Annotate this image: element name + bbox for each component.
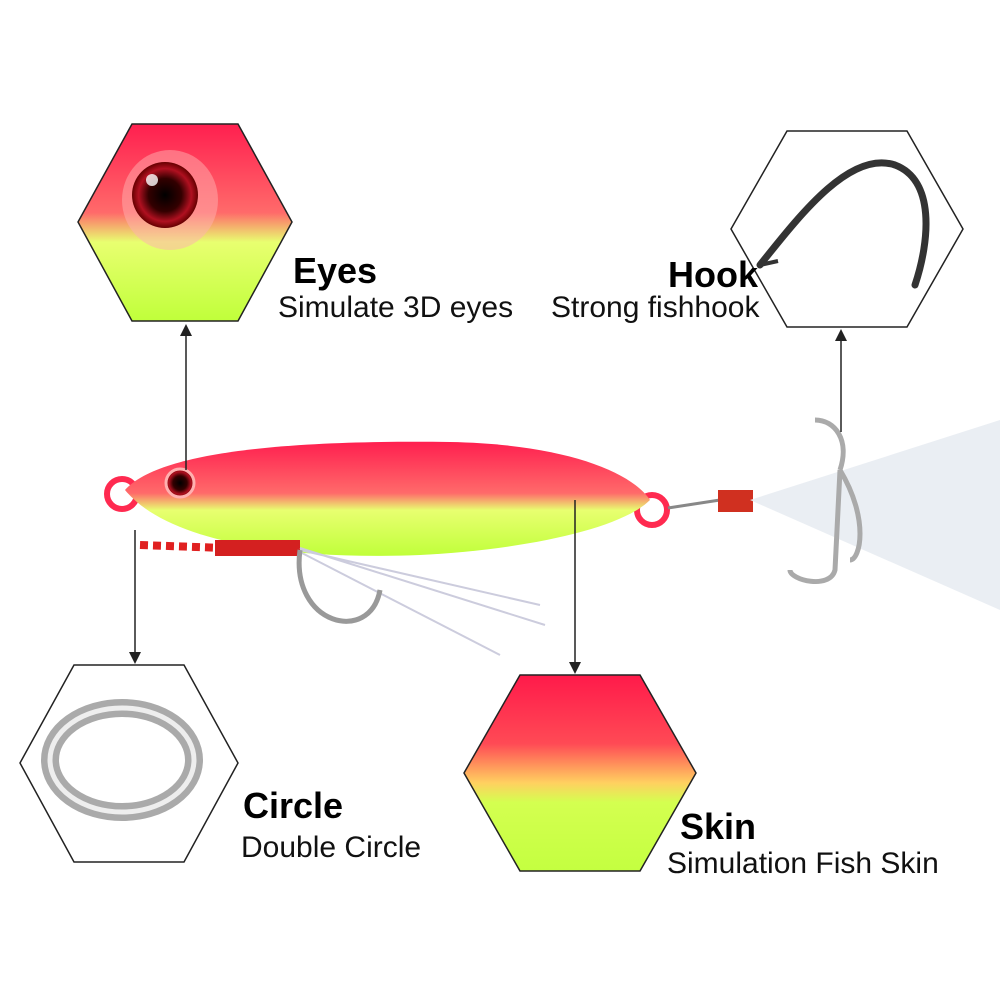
hook-detail-hexagon [730,130,964,328]
skin-detail-hexagon [463,674,697,872]
circle-title: Circle [243,785,343,826]
skin-subtitle: Simulation Fish Skin [667,847,939,880]
circle-subtitle: Double Circle [241,831,421,864]
hook-subtitle: Strong fishhook [551,291,760,324]
hook-title: Hook [668,254,759,295]
eyes-title: Eyes [293,250,377,291]
circle-detail-hexagon [19,664,239,863]
fishing-lure-image [104,417,1000,656]
skin-title: Skin [680,806,756,847]
hook-icon [756,159,930,289]
eyes-detail-hexagon [77,123,293,322]
eyes-subtitle: Simulate 3D eyes [278,291,513,324]
